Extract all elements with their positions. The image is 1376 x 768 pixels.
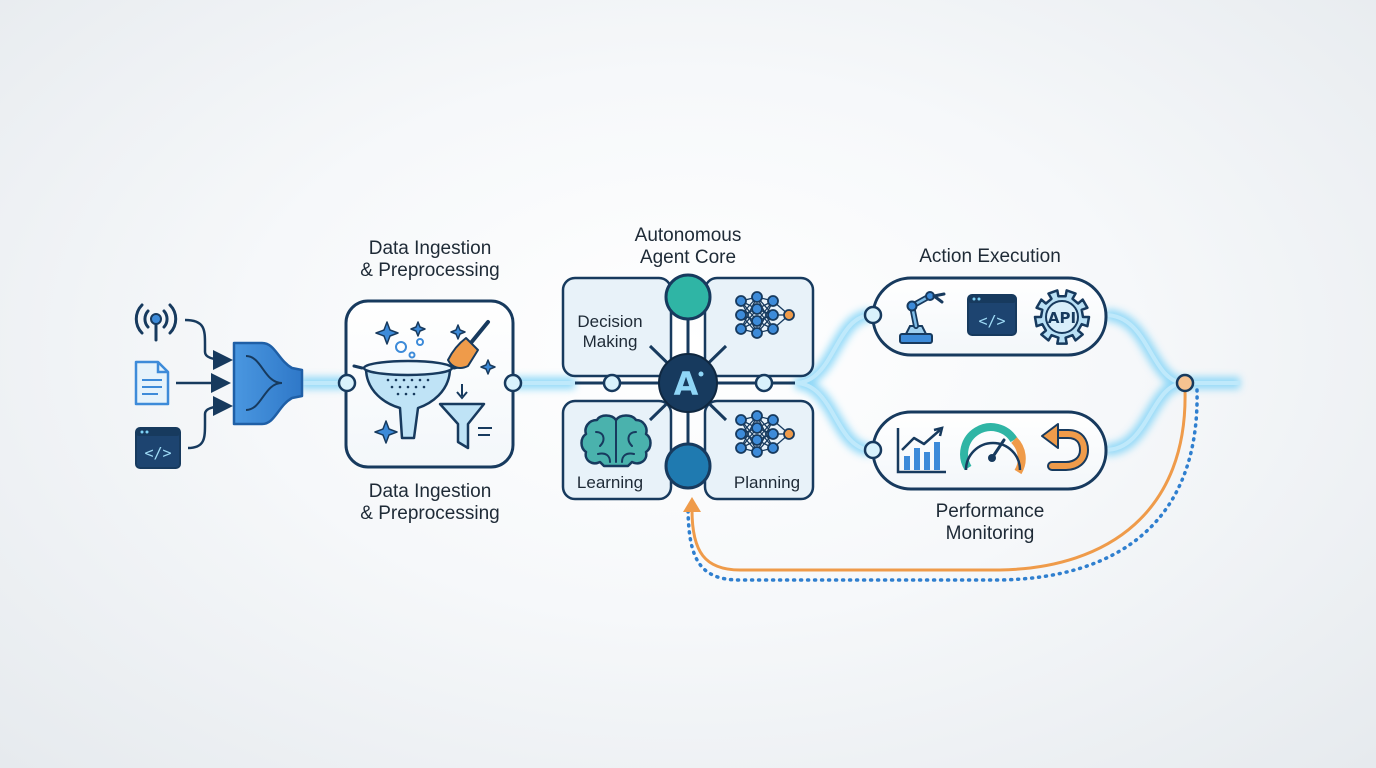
core-emblem-letter: A [674, 365, 699, 403]
neural-network-icon [735, 291, 795, 339]
core-emblem [658, 353, 718, 413]
ingestion-title-top: Data Ingestion& Preprocessing [360, 238, 500, 281]
perf-in-port [863, 440, 883, 460]
planning-label: Planning [733, 473, 801, 492]
antenna-icon [134, 303, 178, 342]
learning-label: Learning [576, 473, 644, 492]
core-right-port [754, 373, 774, 393]
code-window-icon: </> [135, 427, 181, 469]
performance-pill [863, 410, 1108, 491]
core-left-port [602, 373, 622, 393]
svg-text:</>: </> [144, 444, 171, 462]
gear-icon: API [1033, 289, 1091, 345]
neural-network-icon [735, 410, 795, 458]
output-node [1175, 373, 1195, 393]
robot-arm-icon [899, 291, 946, 344]
funnel-icon [438, 384, 492, 450]
document-icon [134, 360, 170, 406]
feedback-arrowhead [683, 497, 701, 512]
agent-core: A [561, 273, 815, 501]
input-sources: </> [134, 303, 304, 469]
bar-chart-icon [896, 426, 946, 474]
action-execution-pill: </> API [863, 276, 1108, 357]
feedback-loop [683, 388, 1199, 582]
ingestion-box [337, 299, 523, 469]
merge-connector-icon [232, 341, 304, 426]
speedometer-icon [960, 423, 1026, 475]
bottom-node [664, 442, 712, 490]
undo-arrow-icon [1041, 423, 1090, 471]
sparkle-icon [374, 321, 496, 444]
brain-icon [580, 414, 652, 468]
action-in-port [863, 305, 883, 325]
flow-connectors [300, 309, 1240, 456]
bubbles-icon [395, 338, 424, 359]
top-node [664, 273, 712, 321]
api-label: API [1048, 309, 1076, 327]
action-title: Action Execution [919, 246, 1061, 267]
colander-icon [352, 359, 464, 440]
ingest-out-port [503, 373, 523, 393]
code-window-icon: </> [967, 294, 1017, 336]
ingestion-title-bottom: Data Ingestion& Preprocessing [360, 481, 500, 524]
broom-icon [447, 320, 490, 369]
svg-text:</>: </> [978, 312, 1005, 330]
ingest-in-port [337, 373, 357, 393]
